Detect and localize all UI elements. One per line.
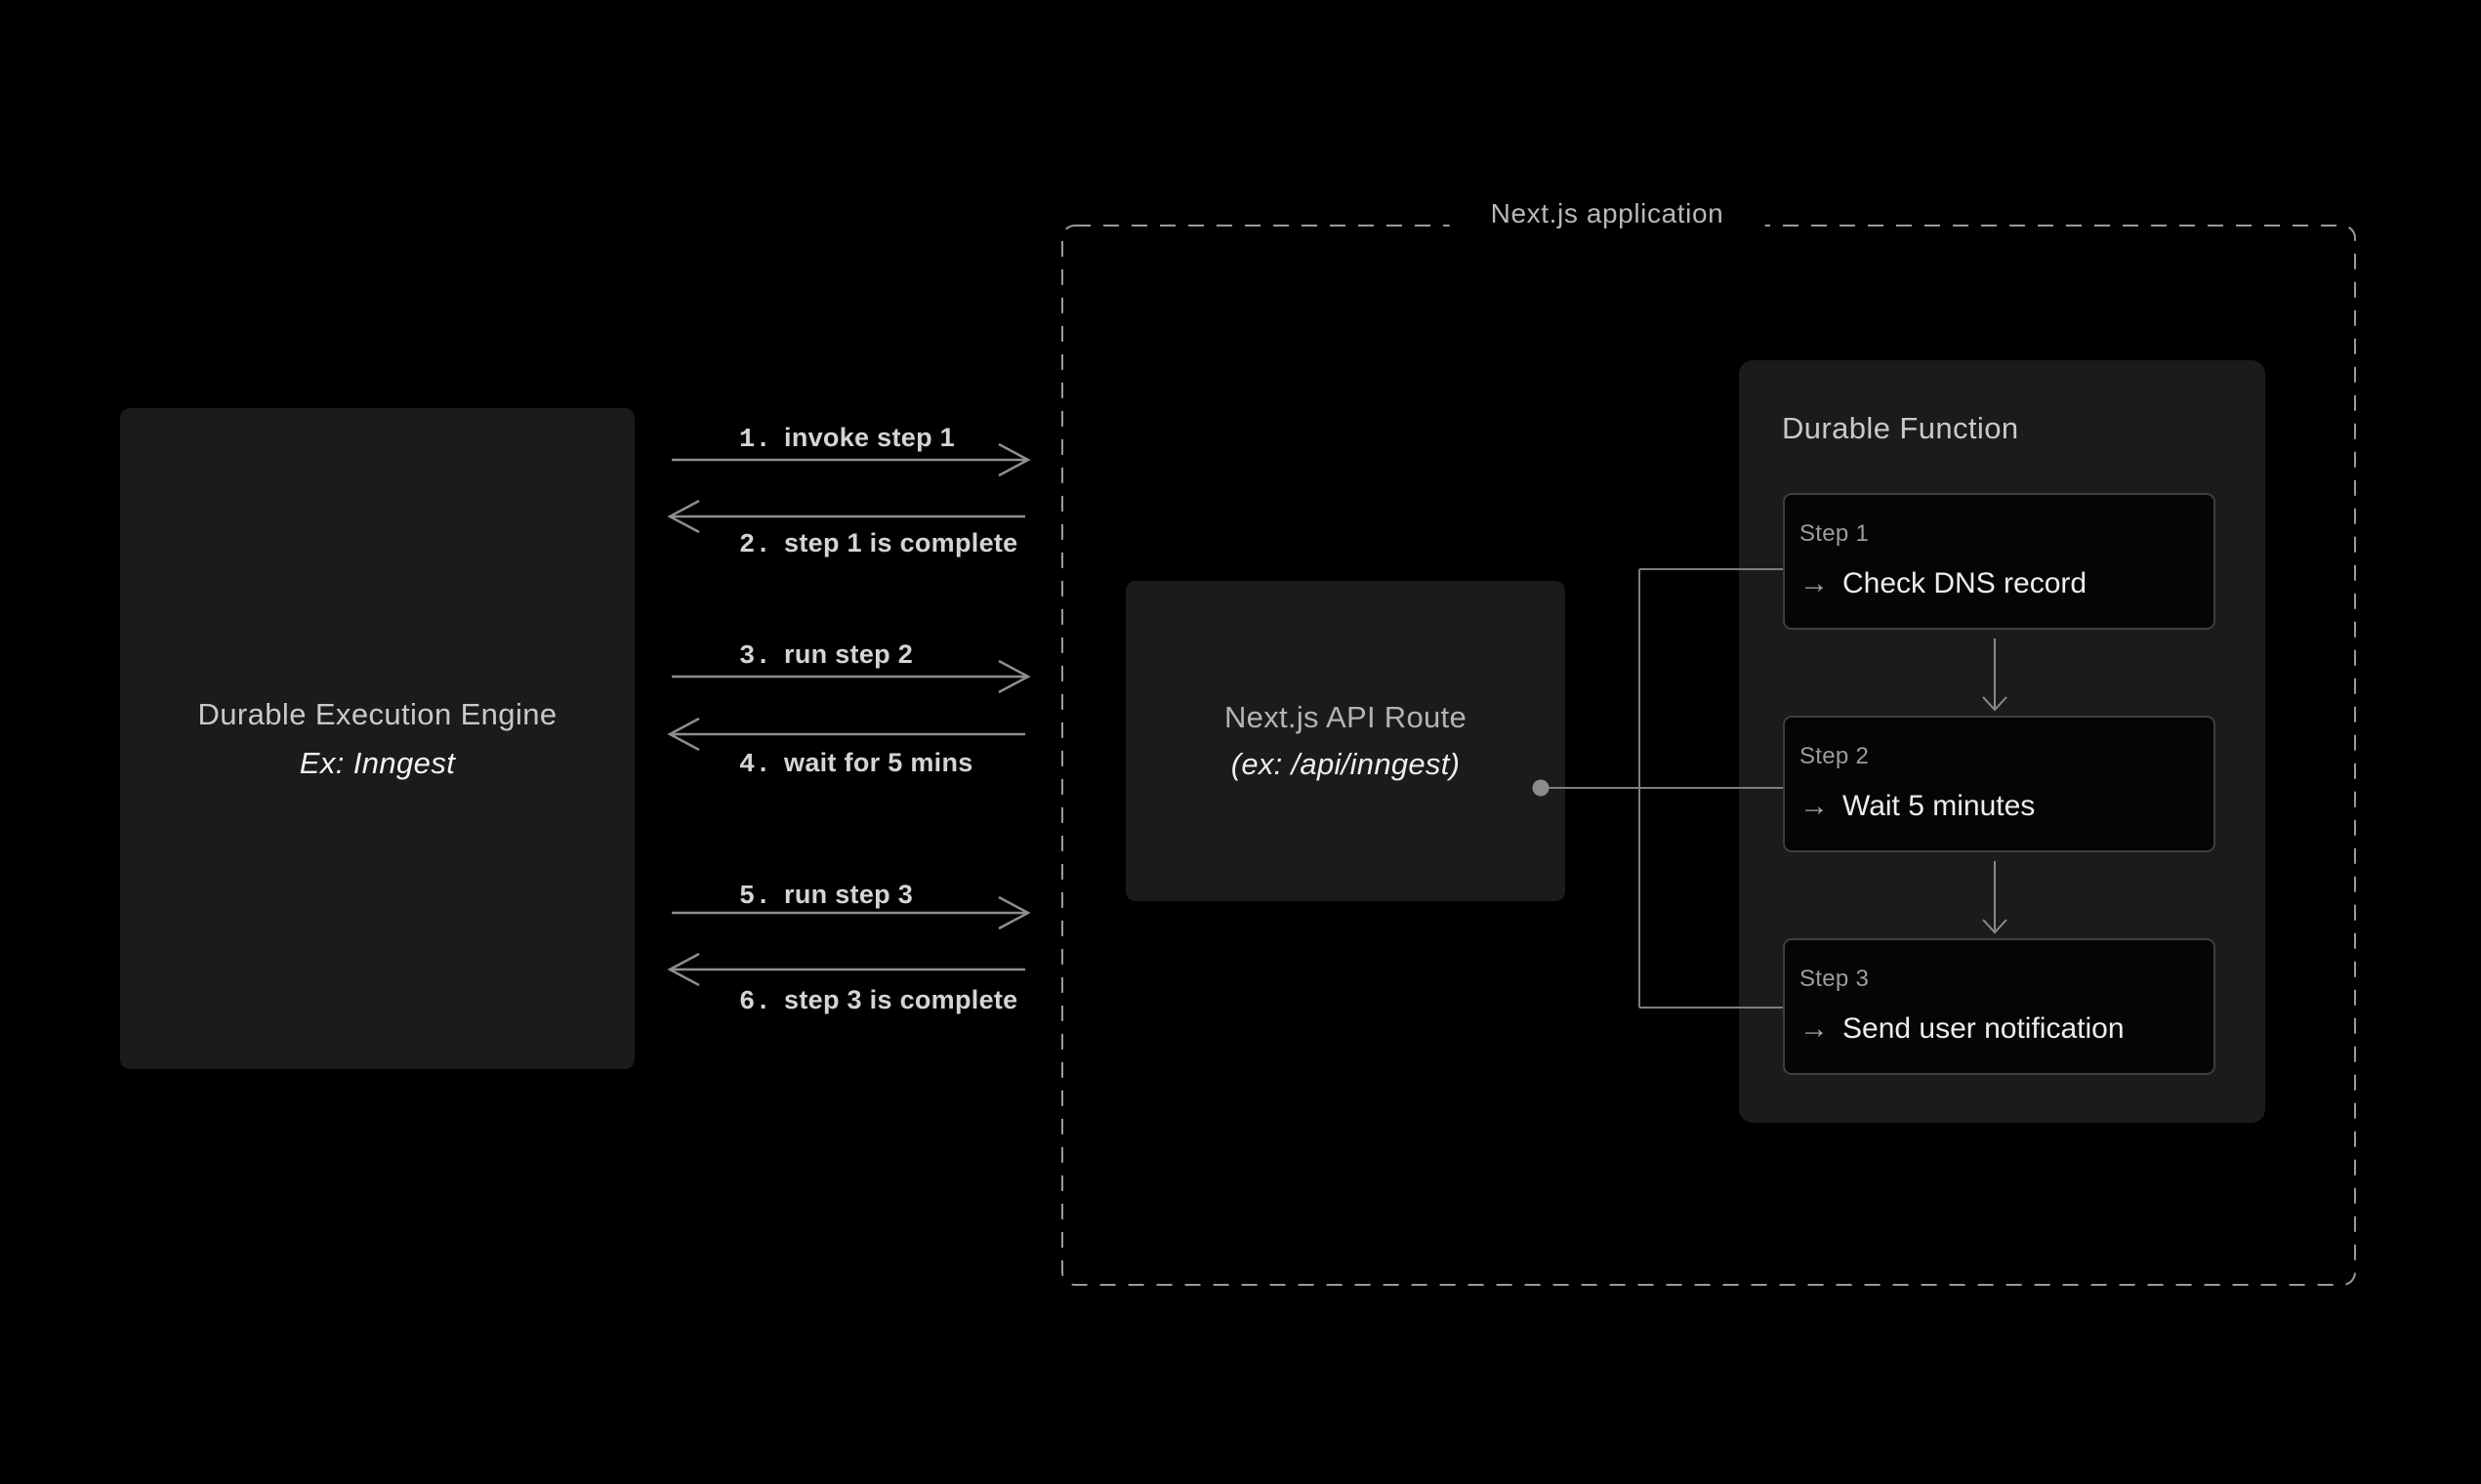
engine-box-title: Durable Execution Engine (197, 696, 558, 731)
message-number: 1. (739, 426, 772, 455)
message-number: 2. (739, 531, 772, 560)
step-action-row: → Wait 5 minutes (1799, 790, 2204, 823)
step-card-3: Step 3 → Send user notification (1783, 938, 2215, 1075)
step-action-row: → Send user notification (1799, 1012, 2204, 1046)
right-arrow-icon: → (1799, 790, 1829, 822)
message-text: step 3 is complete (784, 985, 1018, 1014)
durable-execution-engine-box: Durable Execution Engine Ex: Inngest (120, 408, 635, 1069)
durable-function-title: Durable Function (1782, 411, 2019, 445)
right-arrow-icon: → (1799, 1012, 1829, 1045)
message-arrow-wait-5-mins (667, 717, 1025, 752)
nextjs-application-label: Next.js application (1449, 192, 1765, 235)
message-text: invoke step 1 (784, 423, 955, 452)
message-arrow-step-3-complete (667, 952, 1025, 987)
step-label: Step 3 (1799, 966, 1870, 992)
step-card-1: Step 1 → Check DNS record (1783, 493, 2215, 630)
message-number: 5. (739, 883, 772, 912)
engine-box-subtitle: Ex: Inngest (299, 745, 456, 780)
message-text: run step 2 (784, 639, 914, 669)
message-text: wait for 5 mins (784, 748, 973, 777)
right-arrow-icon: → (1799, 567, 1829, 599)
step-action-text: Send user notification (1842, 1012, 2125, 1045)
message-number: 3. (739, 642, 772, 672)
step-action-text: Check DNS record (1842, 567, 2088, 599)
message-text: step 1 is complete (784, 528, 1018, 557)
message-number: 6. (739, 988, 772, 1017)
step-action-row: → Check DNS record (1799, 567, 2204, 600)
step-card-2: Step 2 → Wait 5 minutes (1783, 716, 2215, 852)
message-text: run step 3 (784, 880, 914, 909)
step-label: Step 2 (1799, 743, 1870, 769)
message-label-6: 6. step 3 is complete (739, 985, 1018, 1017)
api-box-title: Next.js API Route (1223, 700, 1468, 734)
message-label-3: 3. run step 2 (739, 639, 913, 672)
step-action-text: Wait 5 minutes (1842, 790, 2036, 822)
durable-function-box: Durable Function Step 1 → Check DNS reco… (1739, 360, 2265, 1123)
message-label-1: 1. invoke step 1 (739, 423, 955, 455)
message-label-4: 4. wait for 5 mins (739, 748, 973, 780)
message-label-2: 2. step 1 is complete (739, 528, 1018, 560)
api-box-subtitle: (ex: /api/inngest) (1230, 747, 1461, 781)
nextjs-api-route-box: Next.js API Route (ex: /api/inngest) (1126, 581, 1565, 901)
message-number: 4. (739, 751, 772, 780)
step-label: Step 1 (1799, 520, 1870, 547)
message-label-5: 5. run step 3 (739, 880, 913, 912)
